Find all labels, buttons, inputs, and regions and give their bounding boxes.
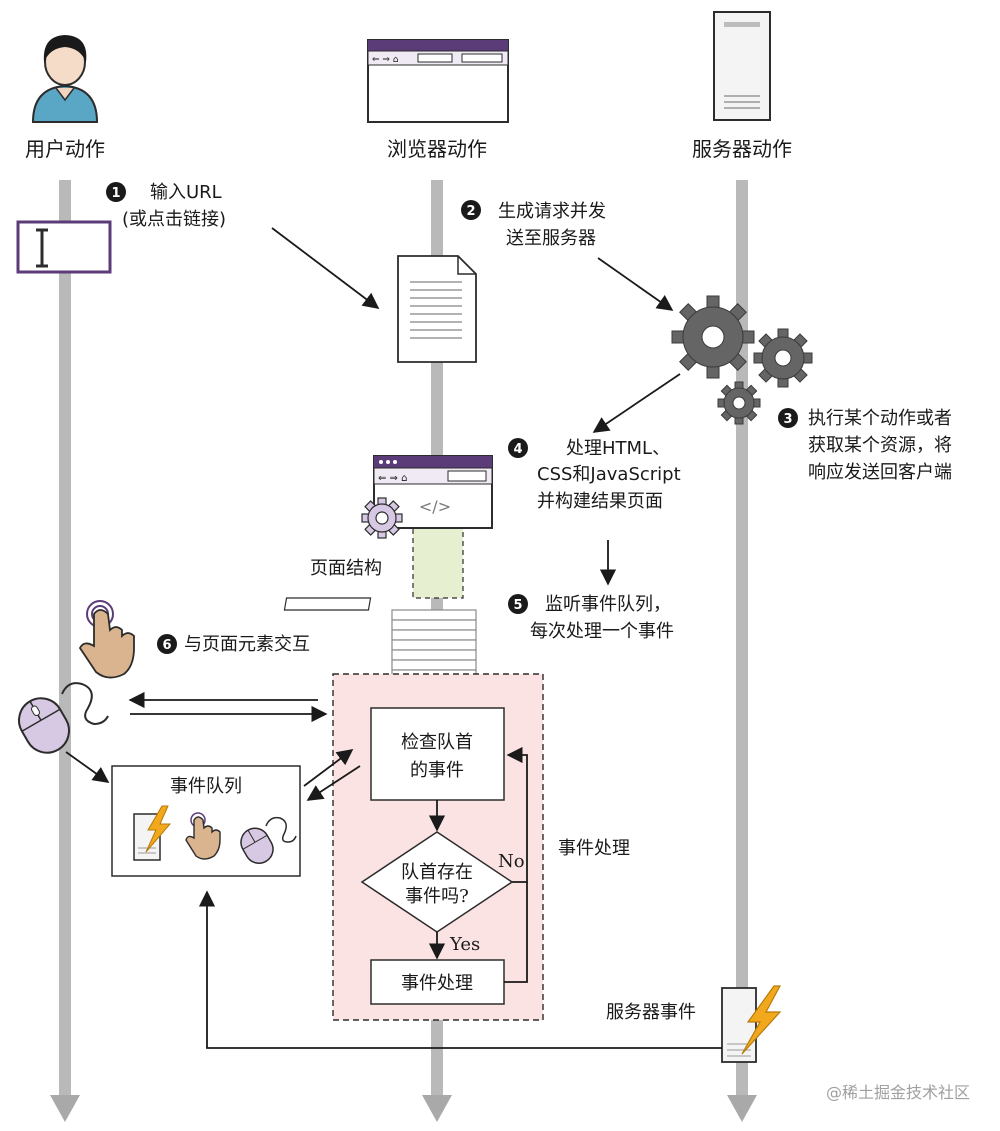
svg-text:1: 1 xyxy=(111,186,120,201)
url-input-icon xyxy=(16,220,112,274)
step-2-badge: 2 xyxy=(461,200,481,220)
step-5-line-2: 每次处理一个事件 xyxy=(530,621,674,642)
user-lane-title: 用户动作 xyxy=(25,137,105,161)
step-5-badge: 5 xyxy=(508,594,528,614)
browser-window-icon: ⇐ ⇒ ⌂ xyxy=(367,39,509,123)
rendered-page-window-icon: ⇐ ⇒ ⌂ </> xyxy=(373,455,493,529)
code-glyph: </> xyxy=(419,497,451,516)
event-handling-label: 事件处理 xyxy=(558,838,630,859)
arrow-url-to-document xyxy=(271,227,380,309)
watermark: @稀土掘金技术社区 xyxy=(826,1083,970,1102)
touch-hand-icon xyxy=(78,600,135,679)
event-queue-title: 事件队列 xyxy=(170,776,242,797)
step-1-line-2: (或点击链接) xyxy=(122,209,226,230)
queue-server-event-icon xyxy=(133,805,172,861)
arrow-queue-to-check xyxy=(303,749,354,787)
svg-text:6: 6 xyxy=(162,638,171,653)
html-document-icon xyxy=(397,255,477,363)
step-4-badge: 4 xyxy=(508,438,528,458)
step-6-badge: 6 xyxy=(157,634,177,654)
step-3-line-3: 响应发送回客户端 xyxy=(808,462,952,483)
arrow-server-event-to-queue xyxy=(198,890,722,1049)
step-6-line-1: 与页面元素交互 xyxy=(184,634,310,655)
arrow-response-to-browser xyxy=(592,373,681,433)
step-3-line-1: 执行某个动作或者 xyxy=(808,408,952,429)
small-gear-icon xyxy=(717,381,761,425)
step-4-line-3: 并构建结果页面 xyxy=(537,491,663,512)
arrow-no-loop xyxy=(506,746,528,883)
svg-text:⇐ ⇒ ⌂: ⇐ ⇒ ⌂ xyxy=(372,55,399,65)
step-4-line-2: CSS和JavaScript xyxy=(537,464,681,485)
step-2-line-1: 生成请求并发 xyxy=(498,201,606,222)
server-tower-icon xyxy=(713,11,771,121)
step-3-line-2: 获取某个资源，将 xyxy=(808,435,952,456)
svg-text:⇐ ⇒ ⌂: ⇐ ⇒ ⌂ xyxy=(378,473,407,484)
server-gears-icon xyxy=(671,295,813,425)
check-queue-line-2: 的事件 xyxy=(410,760,464,781)
server-event-icon xyxy=(721,985,782,1063)
no-label: No xyxy=(498,851,525,872)
arrow-mouse-to-queue xyxy=(65,751,110,783)
arrow-request-to-server xyxy=(597,257,674,311)
page-gear-icon xyxy=(361,497,403,539)
browser-lane-title: 浏览器动作 xyxy=(387,137,487,161)
user-lane-line xyxy=(50,180,80,1122)
svg-text:4: 4 xyxy=(513,442,522,457)
step-3-badge: 3 xyxy=(778,408,798,428)
step-4-line-1: 处理HTML、 xyxy=(566,438,670,459)
step-1-badge: 1 xyxy=(106,182,126,202)
step-2-line-2: 送至服务器 xyxy=(506,228,596,249)
svg-text:2: 2 xyxy=(466,204,475,219)
server-event-label: 服务器事件 xyxy=(606,1002,696,1023)
decision-line-1: 队首存在 xyxy=(401,862,473,883)
mouse-icon xyxy=(17,682,109,754)
process-event-box: 事件处理 xyxy=(370,959,505,1005)
event-queue-box: 事件队列 xyxy=(111,765,301,877)
step-1-line-1: 输入URL xyxy=(150,182,222,203)
queue-mouse-icon xyxy=(240,816,297,864)
large-gear-icon xyxy=(671,295,755,379)
decision-line-2: 事件吗? xyxy=(405,886,469,907)
svg-text:5: 5 xyxy=(513,598,522,613)
medium-gear-icon xyxy=(753,328,813,388)
page-structure-label: 页面结构 xyxy=(310,558,382,579)
process-event-label: 事件处理 xyxy=(401,973,473,994)
arrow-process-loop xyxy=(504,882,528,983)
queue-touch-icon xyxy=(185,812,221,860)
server-lane-title: 服务器动作 xyxy=(692,137,792,161)
step-5-line-1: 监听事件队列， xyxy=(545,594,671,615)
user-avatar-icon xyxy=(31,35,99,123)
check-queue-line-1: 检查队首 xyxy=(401,732,473,753)
yes-label: Yes xyxy=(449,934,480,955)
check-queue-head-box: 检查队首 的事件 xyxy=(370,707,505,801)
svg-text:3: 3 xyxy=(783,412,792,427)
page-structure-band xyxy=(412,527,464,599)
arrow-check-to-queue xyxy=(306,765,361,801)
